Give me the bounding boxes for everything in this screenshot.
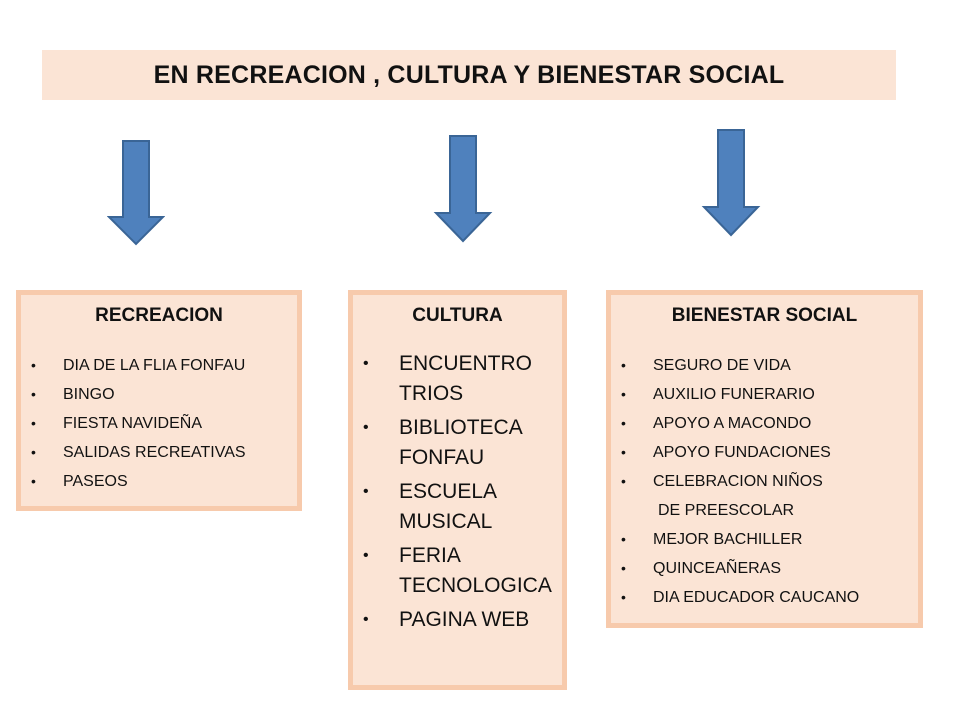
list-item: •MEJOR BACHILLER [621, 525, 918, 554]
bullet-icon: • [363, 355, 369, 372]
bullet-icon: • [363, 419, 369, 436]
list-item: •DIA DE LA FLIA FONFAU [31, 351, 297, 380]
bullet-icon: • [621, 560, 626, 576]
bienestar-social-list: •SEGURO DE VIDA •AUXILIO FUNERARIO •APOY… [611, 351, 918, 612]
list-item: •APOYO FUNDACIONES [621, 438, 918, 467]
recreacion-heading: RECREACION [95, 305, 223, 326]
list-item: •BIBLIOTECA FONFAU [363, 413, 562, 473]
bienestar-social-box: BIENESTAR SOCIAL •SEGURO DE VIDA •AUXILI… [606, 290, 923, 628]
bullet-icon: • [621, 357, 626, 373]
bullet-icon: • [621, 386, 626, 402]
bullet-icon: • [31, 444, 36, 460]
cultura-list: •ENCUENTRO TRIOS •BIBLIOTECA FONFAU •ESC… [353, 349, 562, 635]
list-item: •CELEBRACION NIÑOS [621, 467, 918, 496]
list-item: •AUXILIO FUNERARIO [621, 380, 918, 409]
arrow-down-icon [433, 135, 493, 243]
bullet-icon: • [621, 473, 626, 489]
recreacion-box: RECREACION •DIA DE LA FLIA FONFAU •BINGO… [16, 290, 302, 511]
arrow-down-icon [107, 140, 165, 246]
bullet-icon: • [363, 611, 369, 628]
bullet-icon: • [621, 589, 626, 605]
bienestar-social-heading: BIENESTAR SOCIAL [671, 305, 858, 326]
cultura-box: CULTURA •ENCUENTRO TRIOS •BIBLIOTECA FON… [348, 290, 567, 690]
list-item: •PASEOS [31, 467, 297, 496]
cultura-heading: CULTURA [412, 305, 503, 326]
list-item: •QUINCEAÑERAS [621, 554, 918, 583]
bullet-icon: • [31, 357, 36, 373]
diagram-title: EN RECREACION , CULTURA Y BIENESTAR SOCI… [153, 60, 785, 89]
list-item: •SALIDAS RECREATIVAS [31, 438, 297, 467]
list-item: •FIESTA NAVIDEÑA [31, 409, 297, 438]
list-item: •DIA EDUCADOR CAUCANO [621, 583, 918, 612]
bullet-icon: • [621, 444, 626, 460]
bullet-icon: • [31, 473, 36, 489]
list-item: •SEGURO DE VIDA [621, 351, 918, 380]
bullet-icon: • [621, 531, 626, 547]
list-item: •ESCUELA MUSICAL [363, 477, 562, 537]
list-item-continuation: DE PREESCOLAR [658, 502, 795, 519]
bullet-icon: • [31, 415, 36, 431]
bullet-icon: • [363, 483, 369, 500]
bullet-icon: • [621, 415, 626, 431]
title-banner: EN RECREACION , CULTURA Y BIENESTAR SOCI… [42, 50, 896, 100]
list-item: •FERIA TECNOLOGICA [363, 541, 562, 601]
list-item: •PAGINA WEB [363, 605, 562, 635]
arrow-down-icon [701, 129, 761, 237]
list-item: •ENCUENTRO TRIOS [363, 349, 562, 409]
bullet-icon: • [31, 386, 36, 402]
list-item: •BINGO [31, 380, 297, 409]
list-item: •APOYO A MACONDO [621, 409, 918, 438]
bullet-icon: • [363, 547, 369, 564]
recreacion-list: •DIA DE LA FLIA FONFAU •BINGO •FIESTA NA… [21, 351, 297, 496]
